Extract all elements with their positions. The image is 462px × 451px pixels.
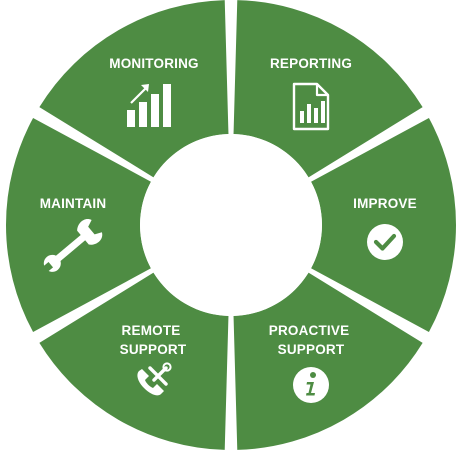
wrench-icon: [40, 219, 103, 275]
label-proactive-support: PROACTIVE SUPPORT: [269, 323, 354, 357]
phone-tools-icon: [137, 362, 172, 396]
report-document-icon: [292, 82, 330, 131]
info-circle-icon: [293, 367, 329, 403]
label-monitoring: MONITORING: [109, 56, 199, 71]
label-remote-support: REMOTE SUPPORT: [120, 323, 187, 357]
label-maintain: MAINTAIN: [40, 196, 107, 211]
label-reporting: REPORTING: [270, 56, 352, 71]
center-hole: [140, 134, 322, 316]
label-improve: IMPROVE: [353, 196, 417, 211]
checkmark-circle-icon: [367, 224, 403, 260]
segment-maintain: [5, 117, 151, 333]
segment-proactive-support: [233, 272, 423, 450]
bar-chart-rising-arrow-icon: [127, 84, 171, 127]
segment-remote-support: [39, 272, 229, 450]
segment-monitoring: [39, 0, 229, 178]
segment-reporting: [233, 0, 423, 178]
